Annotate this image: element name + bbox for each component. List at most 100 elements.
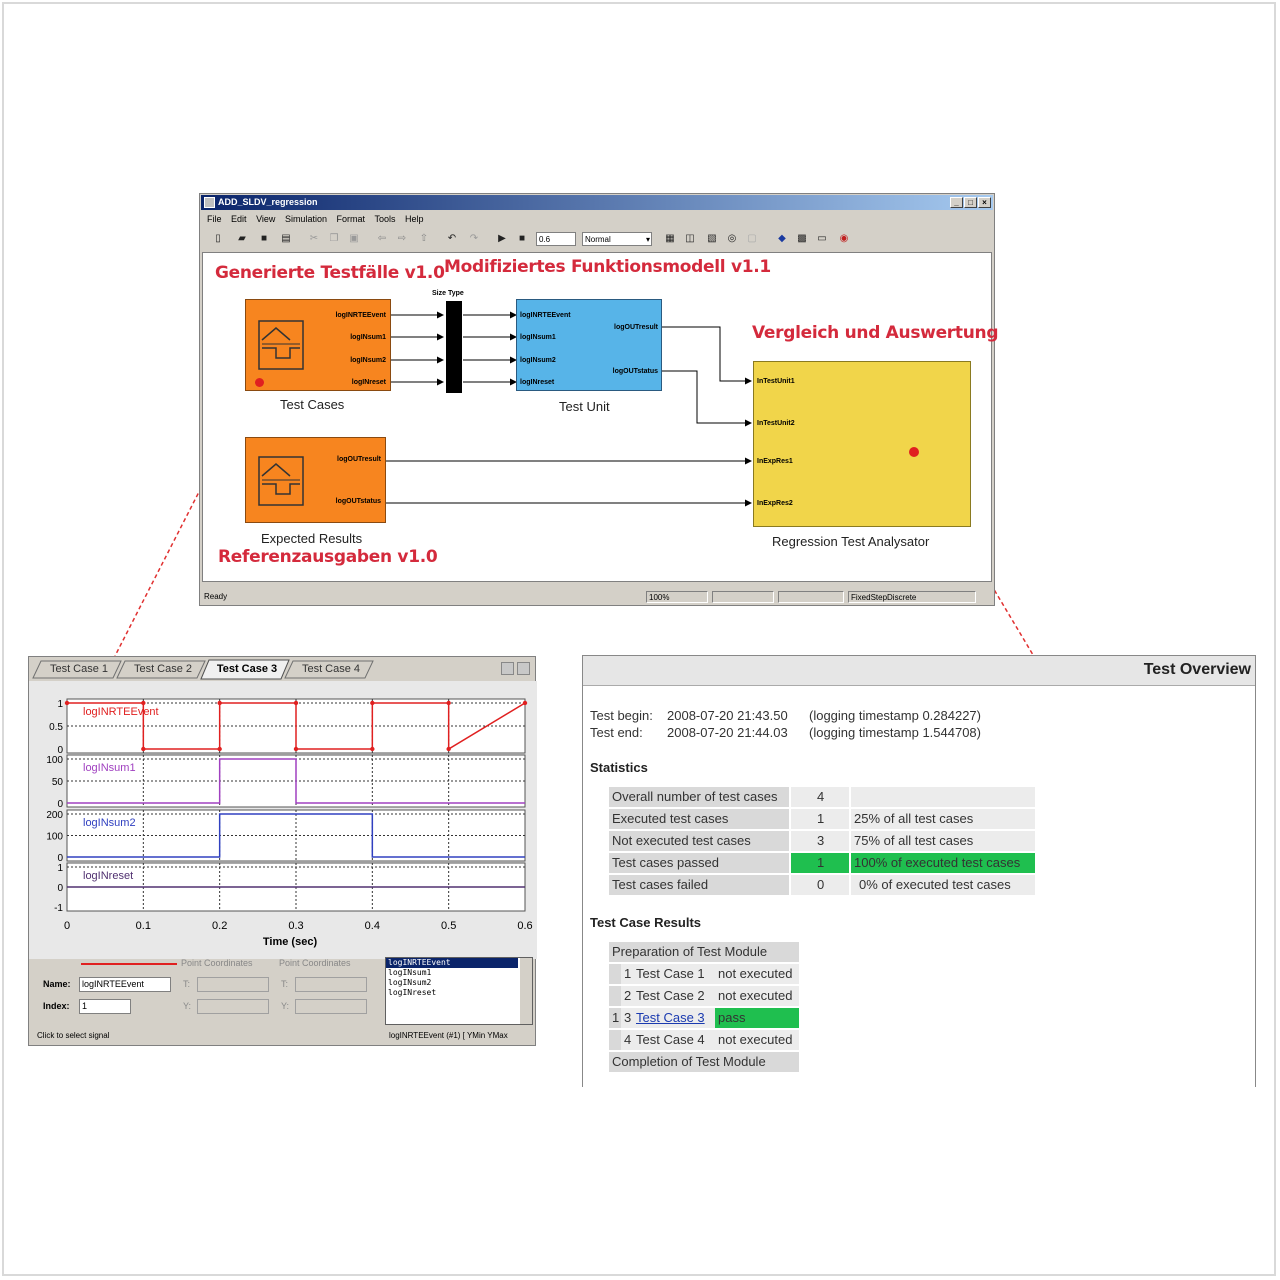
find-icon[interactable]: ◎ (727, 233, 737, 244)
signal-point (217, 700, 222, 706)
test-case-3-link[interactable]: Test Case 3 (633, 1008, 715, 1028)
minimize-button[interactable]: _ (950, 197, 963, 208)
menu-help[interactable]: Help (405, 214, 424, 224)
window-title: ADD_SLDV_regression (218, 197, 318, 207)
er-port-2: logOUTstatus (335, 498, 381, 505)
signal-list-item[interactable]: logINRTEEvent (386, 958, 518, 968)
refresh-icon[interactable]: ◆ (778, 233, 786, 244)
signal-name-label: logINreset (83, 870, 133, 882)
tab-test-case-2[interactable]: Test Case 2 (133, 663, 193, 675)
analyzer-label: Regression Test Analysator (772, 534, 930, 549)
redo-icon[interactable]: ↷ (469, 233, 479, 244)
blank-tool-icon[interactable]: ▢ (747, 233, 757, 244)
stat-note: 75% of all test cases (851, 831, 1035, 851)
display-icon[interactable]: ▭ (817, 233, 827, 244)
test-unit-block[interactable]: logINRTEEvent logINsum1 logINsum2 logINr… (516, 299, 662, 391)
x-tick-label: 0.6 (517, 920, 532, 932)
start-simulation-icon[interactable]: ▶ (498, 233, 506, 244)
index-input[interactable]: 1 (79, 999, 131, 1014)
new-file-icon[interactable]: ▯ (215, 233, 221, 244)
signal-name-label: logINsum1 (83, 762, 136, 774)
signal-plot-area[interactable]: logINRTEEvent10.50logINsum1100500logINsu… (29, 681, 537, 959)
point-coordinates-label-2: Point Coordinates (279, 958, 351, 968)
status-hint: Click to select signal (37, 1031, 110, 1040)
target-icon[interactable]: ◉ (839, 233, 849, 244)
stat-count: 1 (791, 853, 849, 873)
signal-list-item[interactable]: logINsum1 (388, 968, 432, 977)
print-icon[interactable]: ▤ (281, 233, 291, 244)
tab-scroll-right[interactable] (517, 662, 530, 675)
forward-icon[interactable]: ⇨ (397, 233, 407, 244)
close-button[interactable]: × (978, 197, 991, 208)
signal-listbox[interactable]: logINRTEEvent logINsum1 logINsum2 logINr… (385, 957, 533, 1025)
stat-note: 100% of executed test cases (851, 853, 1035, 873)
test-cases-block[interactable]: logINRTEEvent logINsum1 logINsum2 logINr… (245, 299, 391, 391)
paste-icon[interactable]: ▣ (349, 233, 359, 244)
row-status: not executed (715, 964, 799, 984)
back-icon[interactable]: ⇦ (377, 233, 387, 244)
signal-list-item[interactable]: logINsum2 (388, 978, 432, 987)
open-folder-icon[interactable]: ▰ (238, 233, 246, 244)
model-explorer-icon[interactable]: ◫ (685, 233, 695, 244)
y-tick-label: 100 (46, 755, 63, 766)
tab-test-case-4[interactable]: Test Case 4 (301, 663, 361, 675)
signal-point (522, 700, 528, 706)
menu-format[interactable]: Format (336, 214, 365, 224)
stop-time-input[interactable]: 0.6 (536, 232, 576, 246)
begin-value: 2008-07-20 21:43.50 (667, 708, 788, 723)
tab-test-case-3[interactable]: Test Case 3 (216, 663, 278, 675)
t-input-1[interactable] (197, 977, 269, 992)
signal-list-item[interactable]: logINreset (388, 988, 437, 997)
point-coordinates-label-1: Point Coordinates (181, 958, 253, 968)
signal-name-input[interactable]: logINRTEEvent (79, 977, 171, 992)
regression-analyzer-block[interactable]: InTestUnit1 InTestUnit2 InExpRes1 InExpR… (753, 361, 971, 527)
listbox-scrollbar[interactable] (520, 958, 532, 1024)
ra-in-1: InTestUnit1 (757, 378, 795, 385)
maximize-button[interactable]: □ (964, 197, 977, 208)
signal-trace-logINsum2 (67, 813, 525, 858)
signal-builder-icon (258, 456, 304, 506)
menu-file[interactable]: File (207, 214, 222, 224)
y-tick-label: 0.5 (49, 722, 63, 733)
t-input-2[interactable] (295, 977, 367, 992)
up-icon[interactable]: ⇧ (419, 233, 429, 244)
sim-mode-select[interactable]: Normal▾ (582, 232, 652, 246)
undo-icon[interactable]: ↶ (447, 233, 457, 244)
cut-icon[interactable]: ✂ (309, 233, 319, 244)
index-label: Index: (43, 1001, 70, 1011)
y-input-2[interactable] (295, 999, 367, 1014)
x-tick-label: 0.1 (136, 920, 151, 932)
row-num: 4 (621, 1030, 633, 1050)
ra-in-3: InExpRes1 (757, 458, 793, 465)
status-empty-2 (778, 591, 844, 603)
menu-simulation[interactable]: Simulation (284, 214, 327, 224)
x-tick-label: 0.4 (365, 920, 380, 932)
status-empty-1 (712, 591, 774, 603)
row-mark (609, 964, 621, 984)
library-browser-icon[interactable]: ▦ (665, 233, 675, 244)
tab-test-case-1[interactable]: Test Case 1 (49, 663, 109, 675)
row-mark (609, 986, 621, 1006)
menu-edit[interactable]: Edit (231, 214, 247, 224)
stat-note: 25% of all test cases (851, 809, 1035, 829)
expected-results-block[interactable]: logOUTresult logOUTstatus (245, 437, 386, 523)
tab-scroll-left[interactable] (501, 662, 514, 675)
y-tick-label: 0 (57, 799, 63, 810)
expected-results-label: Expected Results (261, 531, 363, 546)
save-icon[interactable]: ■ (260, 233, 268, 244)
menu-tools[interactable]: Tools (374, 214, 396, 224)
y-input-1[interactable] (197, 999, 269, 1014)
overview-header: Test Overview (583, 655, 1255, 686)
copy-icon[interactable]: ❐ (329, 233, 339, 244)
y-tick-label: 200 (46, 810, 63, 821)
model-advisor-icon[interactable]: ▩ (797, 233, 807, 244)
statistics-heading: Statistics (590, 760, 648, 775)
stop-simulation-icon[interactable]: ■ (518, 233, 526, 244)
debug-icon[interactable]: ▧ (707, 233, 717, 244)
modified-model-title: Modifiziertes Funktionsmodell v1.1 (444, 257, 771, 277)
x-tick-label: 0.2 (212, 920, 227, 932)
signal-point (217, 746, 222, 752)
tu-in-4: logINreset (520, 379, 555, 386)
signal-trace-logINRTEEvent (67, 702, 526, 751)
menu-view[interactable]: View (256, 214, 276, 224)
